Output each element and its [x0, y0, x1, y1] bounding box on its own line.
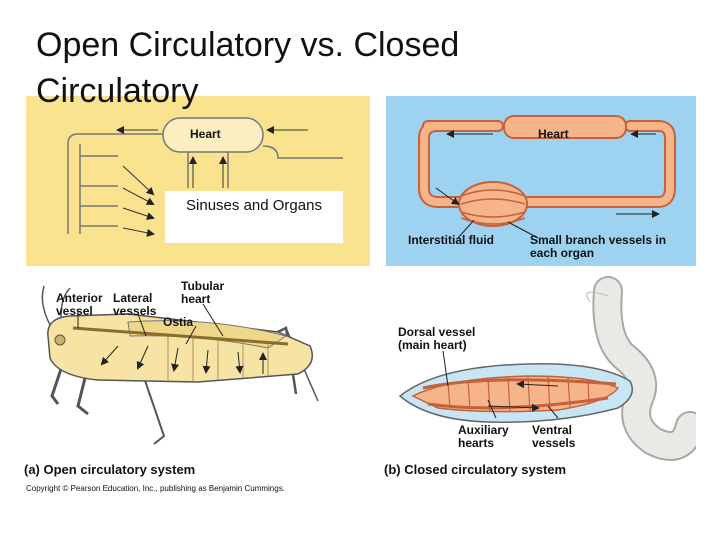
earthworm-tail [594, 278, 696, 459]
closed-system-schematic [418, 115, 676, 239]
closed-heart-label: Heart [538, 127, 569, 141]
sinuses-and-organs-label: Sinuses and Organs [165, 191, 343, 243]
anterior-vessel-label: Anterior vessel [56, 291, 103, 318]
open-system-schematic [67, 117, 343, 237]
open-heart-label: Heart [190, 127, 221, 141]
earthworm-illustration [398, 276, 696, 461]
lateral-vessels-label: Lateral vessels [113, 291, 157, 318]
open-heart-shape [162, 117, 264, 153]
circulatory-diagrams [41, 115, 696, 461]
closed-system-caption: (b) Closed circulatory system [384, 462, 567, 477]
interstitial-fluid-label: Interstitial fluid [408, 233, 495, 247]
circulatory-figure: Heart Sinuses and Organs Heart Interstit… [18, 96, 696, 498]
tubular-heart-label: Tubular heart [181, 279, 225, 306]
small-branch-vessels-label: Small branch vessels in each organ [530, 233, 667, 260]
auxiliary-hearts-label: Auxiliary hearts [458, 423, 509, 450]
slide-title: Open Circulatory vs. Closed Circulatory [36, 26, 460, 110]
ventral-vessels-label: Ventral vessels [532, 423, 576, 450]
capillary-bed [458, 181, 528, 227]
grasshopper-illustration [41, 285, 319, 445]
open-system-caption: (a) Open circulatory system [24, 462, 196, 477]
dorsal-vessel-label: Dorsal vessel (main heart) [398, 325, 476, 352]
closed-heart-shape [503, 115, 627, 139]
copyright-notice: Copyright © Pearson Education, Inc., pub… [26, 484, 285, 493]
ostia-label: Ostia [163, 315, 194, 329]
